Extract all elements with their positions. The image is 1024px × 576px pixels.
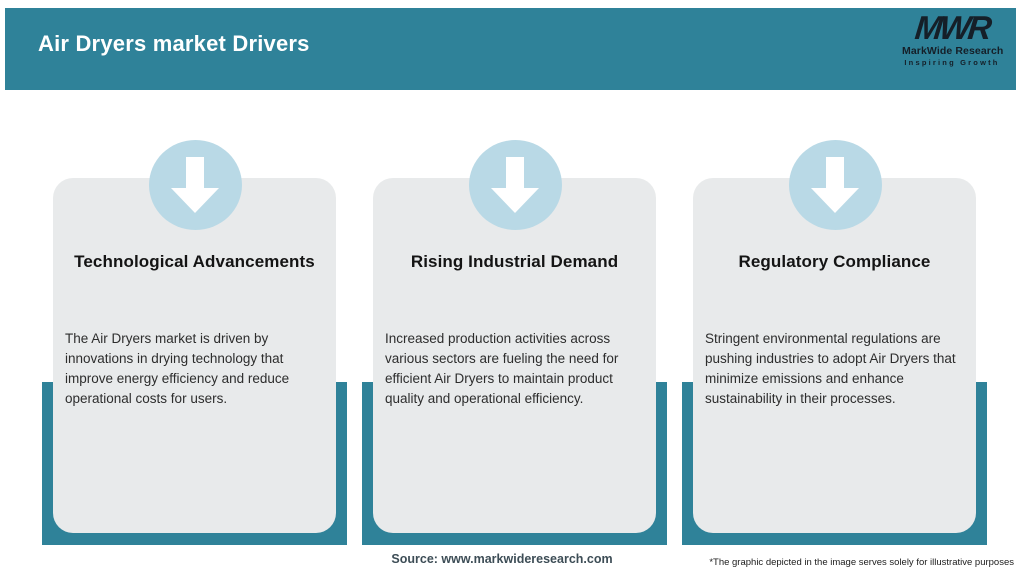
card-title: Regulatory Compliance: [738, 252, 931, 271]
driver-card-rising-industrial-demand: Rising Industrial Demand Increased produ…: [362, 140, 667, 545]
card-title: Rising Industrial Demand: [410, 252, 619, 271]
disclaimer-note: *The graphic depicted in the image serve…: [709, 557, 1014, 568]
down-arrow-icon: [491, 157, 539, 213]
card-body: Increased production activities across v…: [385, 331, 619, 406]
driver-card: Regulatory Compliance Stringent environm…: [693, 178, 976, 533]
card-body: The Air Dryers market is driven by innov…: [65, 331, 290, 406]
page-title: Air Dryers market Drivers: [38, 31, 310, 56]
driver-card-regulatory-compliance: Regulatory Compliance Stringent environm…: [682, 140, 987, 545]
card-title: Technological Advancements: [74, 252, 315, 271]
mwr-logo-icon: MWR: [913, 9, 991, 46]
markwide-logo: MWR MarkWide Research Inspiring Growth: [902, 9, 1004, 67]
down-arrow-icon: [171, 157, 219, 213]
down-arrow-badge: [788, 140, 882, 230]
driver-card: Rising Industrial Demand Increased produ…: [373, 178, 656, 533]
down-arrow-badge: [468, 140, 562, 230]
card-body: Stringent environmental regulations are …: [705, 331, 956, 406]
driver-card-technological-advancements: Technological Advancements The Air Dryer…: [42, 140, 347, 545]
driver-card: Technological Advancements The Air Dryer…: [53, 178, 336, 533]
down-arrow-badge: [148, 140, 242, 230]
header-band: Air Dryers market Drivers MWR MarkWide R…: [5, 8, 1016, 90]
down-arrow-icon: [811, 157, 859, 213]
source-attribution: Source: www.markwideresearch.com: [391, 552, 613, 566]
logo-company-name: MarkWide Research: [902, 45, 1004, 57]
logo-tagline: Inspiring Growth: [904, 57, 1000, 67]
